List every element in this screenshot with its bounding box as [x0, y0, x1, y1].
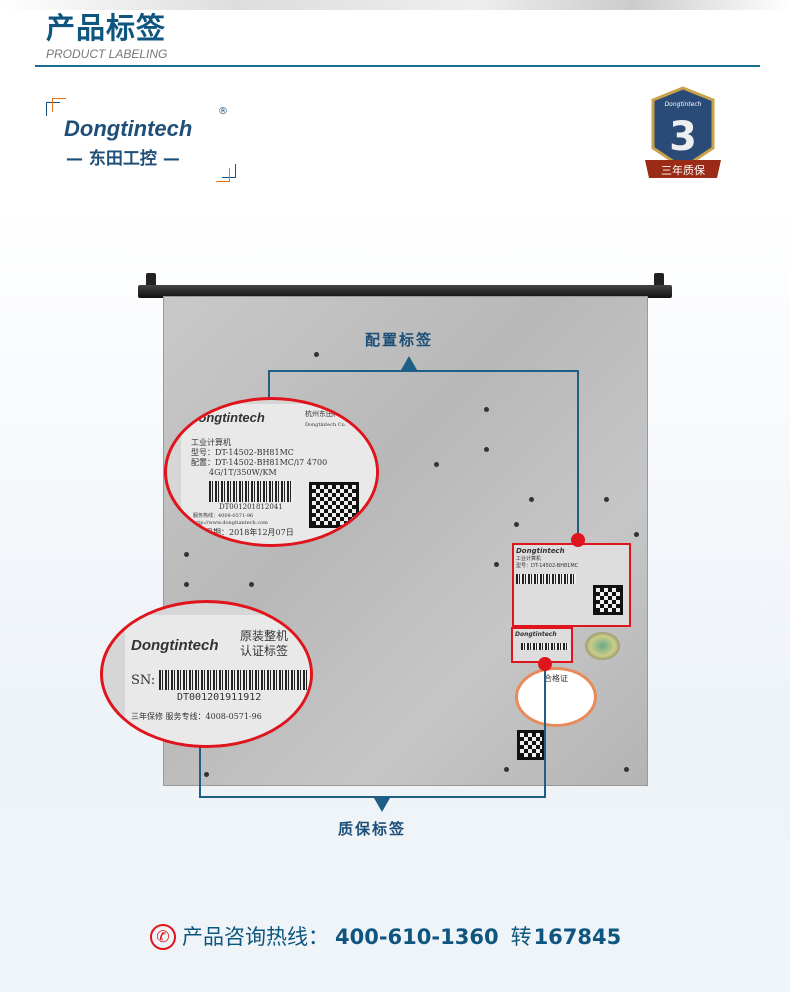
marker-dot — [571, 533, 585, 547]
zoom-warranty-title2: 认证标签 — [240, 644, 289, 658]
page-title: 产品标签 — [46, 11, 167, 45]
hotline-extension: 167845 — [533, 925, 622, 949]
config-label-on-device: Dongtintech 工业计算机 型号：DT-14502-BH81MC — [512, 543, 631, 627]
zoom-warranty-brand: Dongtintech — [131, 637, 219, 654]
dongtintech-logo: Dongtintech ® — 东田工控 — — [46, 98, 236, 182]
title-divider — [35, 65, 760, 67]
config-label-magnifier: Dongtintech 杭州东田科技 Dongtintech Co. 工业计算机… — [164, 397, 379, 547]
zoom-warranty-title1: 原装整机 — [240, 629, 289, 643]
zoom-warranty-footer: 三年保修 服务专线：4008-0571-96 — [131, 712, 262, 721]
badge-ribbon: 三年质保 — [661, 163, 705, 177]
zoom-website: http://www.dongtiantech.com — [193, 520, 268, 526]
arrow-up-icon — [401, 356, 417, 370]
three-year-warranty-badge: Dongtintech 3 三年质保 — [645, 86, 721, 178]
hotline-ext-label: 转 — [510, 925, 532, 949]
registered-mark: ® — [218, 106, 228, 117]
marker-dot — [538, 657, 552, 671]
zoom-company-en: Dongtintech Co. — [305, 422, 347, 428]
hotline-number[interactable]: 400-610-1360 — [335, 925, 499, 949]
zoom-serial: DT001201812041 — [219, 503, 283, 511]
zoom-product: 工业计算机 — [191, 438, 231, 447]
zoom-company: 杭州东田科技 — [305, 410, 347, 418]
zoom-sn-label: SN: — [131, 673, 156, 688]
certificate-title: 合格证 — [544, 674, 568, 683]
zoom-config: 配置：DT-14502-BH81MC/i7 4700 — [191, 458, 328, 467]
warranty-label-callout: 质保标签 — [338, 820, 407, 838]
top-shadow — [0, 0, 790, 10]
zoom-date: 产日期：2018年12月07日 — [197, 528, 294, 537]
config-label-callout: 配置标签 — [365, 331, 434, 349]
connector-line — [577, 370, 579, 538]
connector-line — [268, 370, 578, 372]
connector-line — [544, 665, 546, 797]
badge-brand: Dongtintech — [665, 101, 702, 108]
connector-line — [199, 796, 546, 798]
qr-code-sticker — [517, 730, 545, 760]
hotline-label: 产品咨询热线： — [182, 925, 329, 949]
zoom-warranty-serial: DT001201911912 — [177, 692, 262, 703]
phone-icon: ✆ — [150, 924, 176, 950]
thumbscrew — [146, 273, 156, 287]
logo-wordmark: Dongtintech — [64, 116, 193, 141]
badge-number: 3 — [669, 114, 697, 160]
zoom-hotline: 服务热线：4008-0571-96 — [193, 513, 254, 519]
rack-bracket — [138, 285, 672, 298]
certificate-sticker: 合格证 — [515, 667, 597, 727]
zoom-model: 型号：DT-14502-BH81MC — [191, 448, 294, 457]
zoom-config2: 4G/1T/350W/KM — [209, 468, 277, 477]
connector-line — [268, 370, 270, 400]
connector-line — [199, 745, 201, 797]
arrow-down-icon — [374, 798, 390, 812]
thumbscrew — [654, 273, 664, 287]
ccc-hologram-sticker — [585, 632, 620, 660]
zoom-brand: Dongtintech — [189, 410, 265, 425]
logo-chinese-name: — 东田工控 — — [66, 149, 180, 169]
warranty-label-magnifier: Dongtintech 原装整机认证标签 SN: DT001201911912 … — [100, 600, 313, 748]
page-subtitle: PRODUCT LABELING — [46, 47, 168, 61]
